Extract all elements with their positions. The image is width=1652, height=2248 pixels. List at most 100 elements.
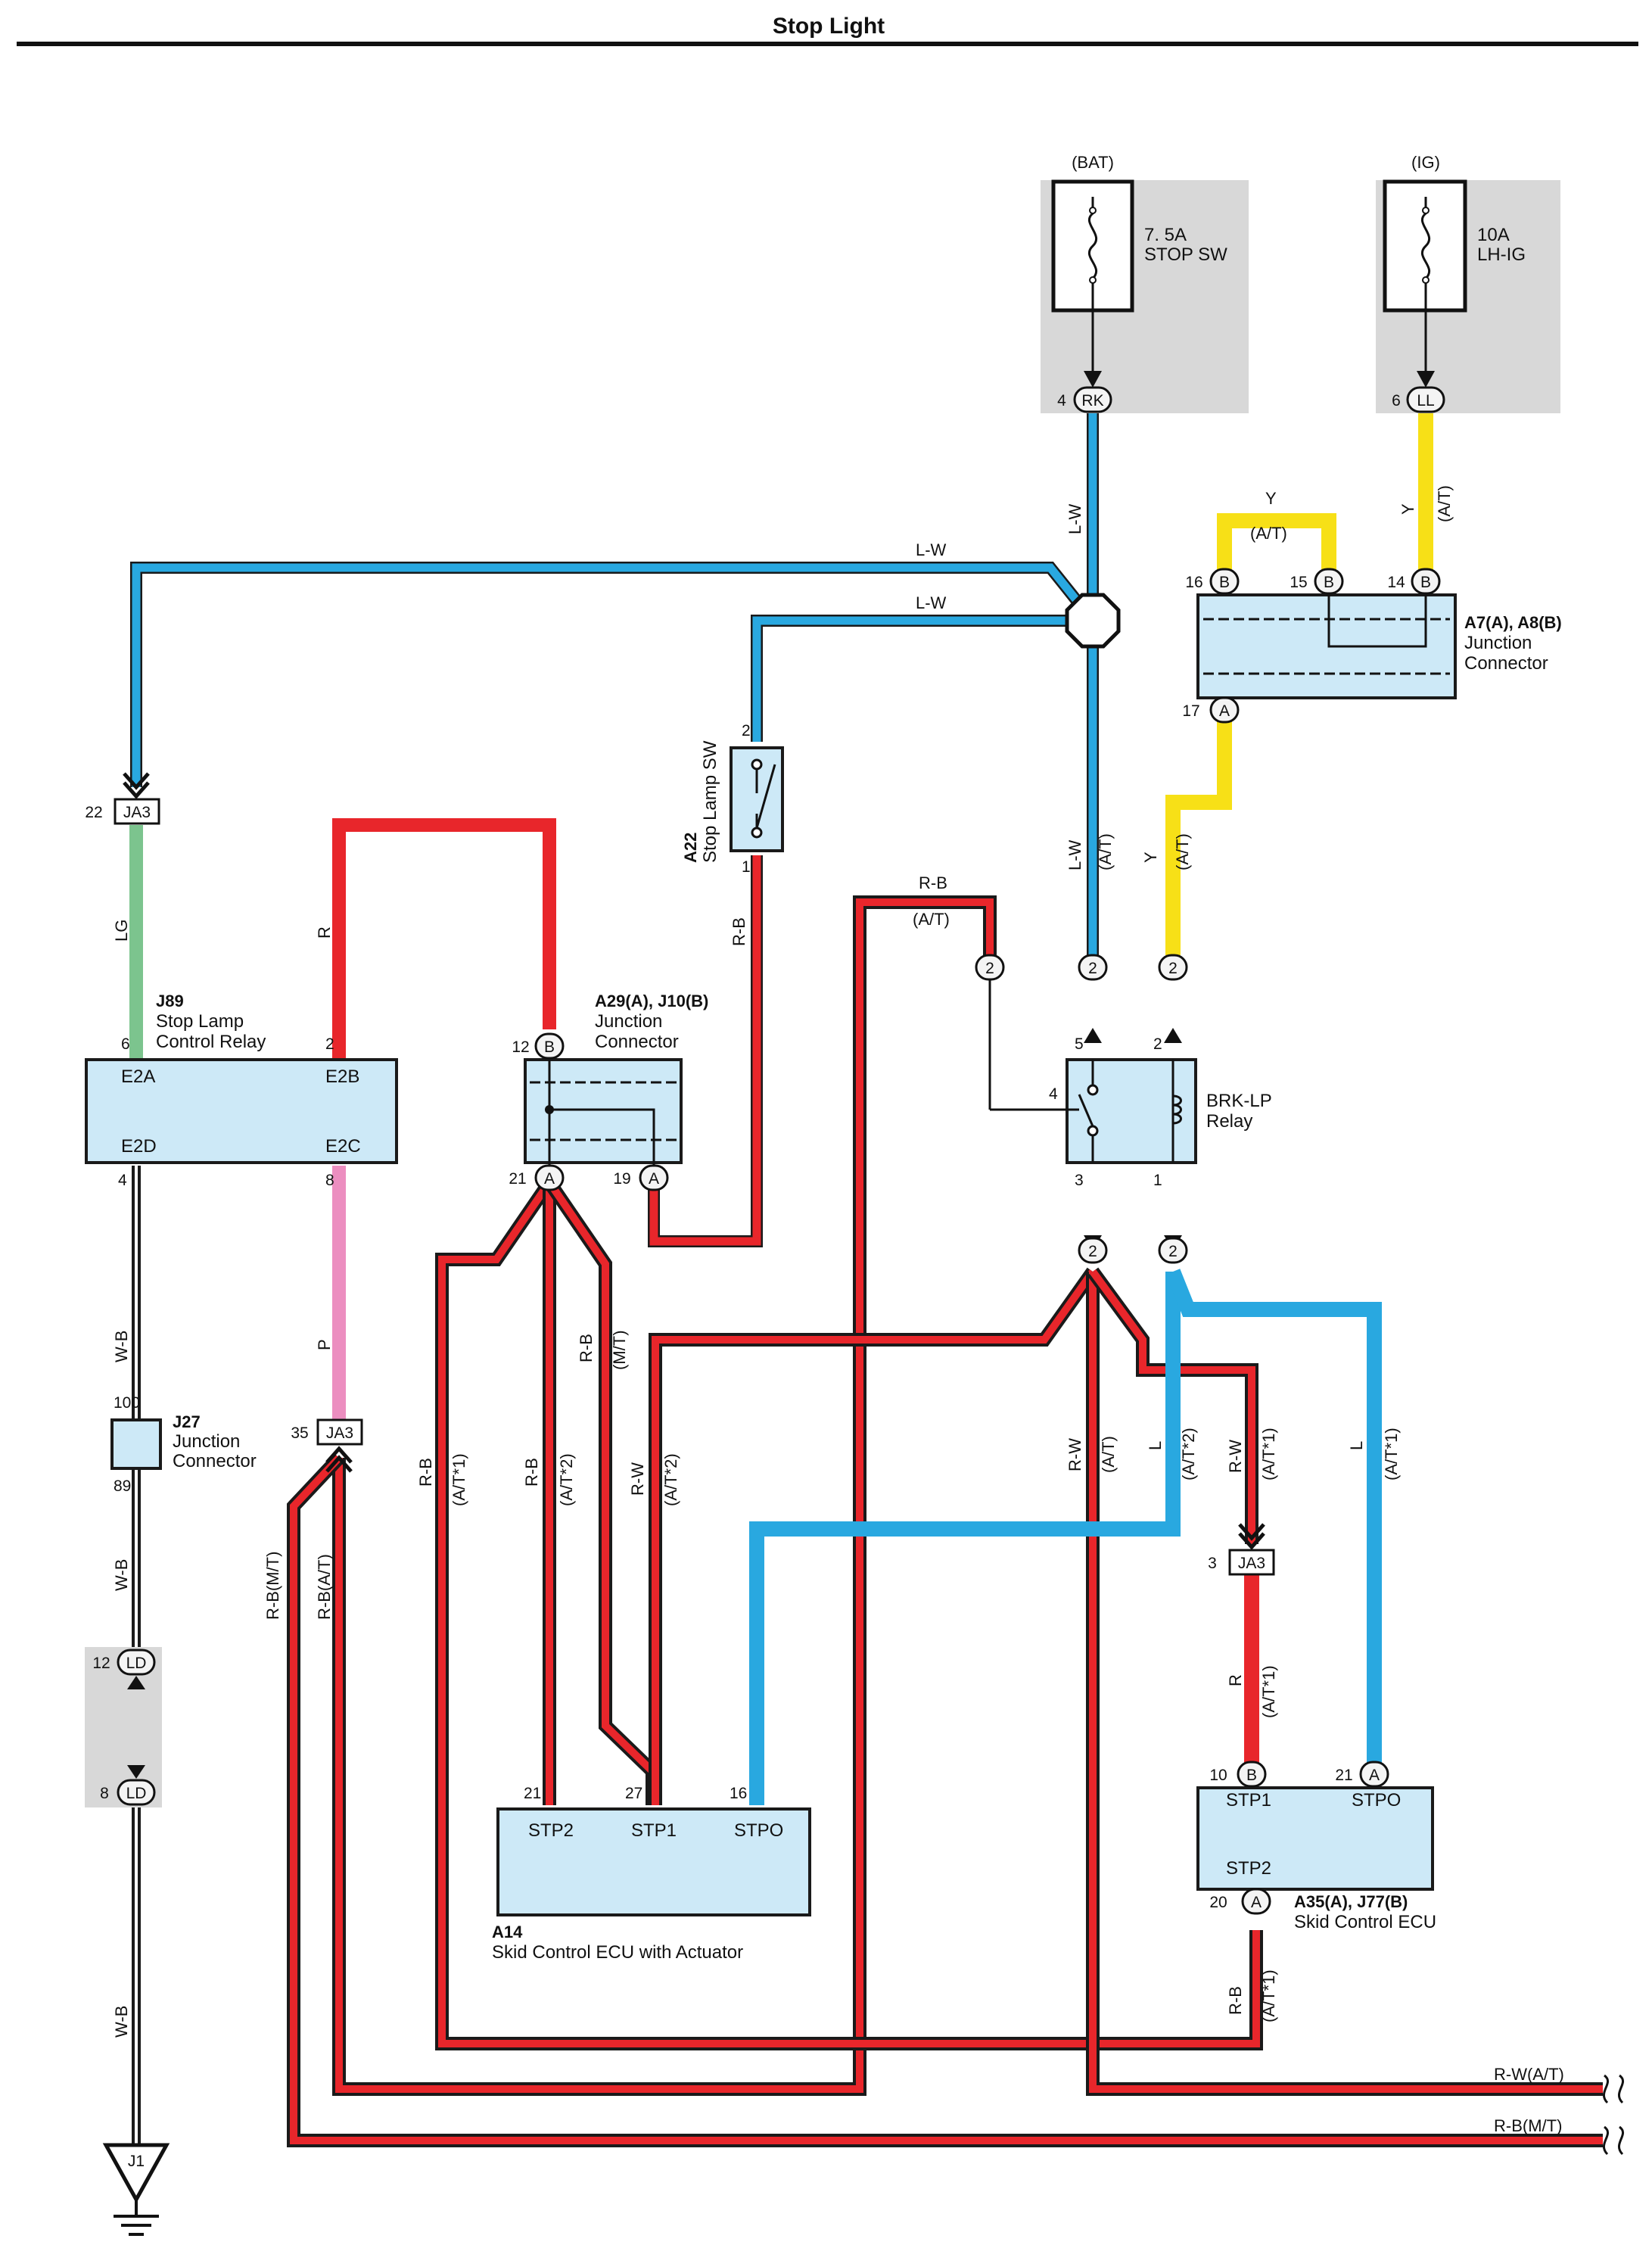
svg-text:21: 21 (1335, 1767, 1352, 1784)
svg-text:100: 100 (114, 1394, 140, 1412)
svg-text:Stop Lamp SW: Stop Lamp SW (700, 740, 720, 863)
wire-rw-at2 (649, 1267, 1099, 1805)
svg-text:89: 89 (114, 1477, 131, 1495)
svg-text:16: 16 (730, 1785, 747, 1802)
svg-text:8: 8 (100, 1785, 109, 1802)
svg-text:Connector: Connector (1464, 653, 1548, 674)
connector-ja3-35: JA3 35 (291, 1418, 363, 1473)
svg-text:10: 10 (1209, 1767, 1227, 1784)
skid-control-ecu-a35: B 10 A 21 A 20 STP1 STPO STP2 A35(A), J7… (1196, 1761, 1436, 1932)
svg-text:17: 17 (1182, 702, 1199, 720)
svg-text:BRK-LP: BRK-LP (1206, 1091, 1272, 1111)
wire-rw-at (1086, 1272, 1603, 2096)
svg-text:6: 6 (1392, 392, 1401, 409)
svg-text:15: 15 (1290, 574, 1307, 591)
svg-text:R-B(A/T): R-B(A/T) (315, 1554, 334, 1620)
svg-text:20: 20 (1209, 1894, 1227, 1911)
wire-labels: L-W L-W L-W L-W (A/T) Y (A/T) Y (A/T) Y … (112, 485, 1564, 2135)
svg-text:R-B: R-B (416, 1458, 435, 1487)
svg-text:A: A (1251, 1894, 1262, 1911)
break-mark-icon (1602, 2074, 1625, 2104)
wire-rb-at1 (435, 1178, 1263, 2050)
svg-text:L-W: L-W (916, 540, 947, 559)
svg-text:JA3: JA3 (123, 804, 151, 821)
svg-text:(A/T*1): (A/T*1) (1259, 1969, 1278, 2022)
svg-text:R-B: R-B (522, 1458, 541, 1487)
svg-text:(A/T*2): (A/T*2) (557, 1453, 576, 1506)
svg-text:21: 21 (524, 1785, 541, 1802)
svg-text:R: R (1226, 1674, 1245, 1686)
svg-text:STP1: STP1 (631, 1820, 677, 1841)
svg-text:B: B (1246, 1767, 1257, 1784)
svg-text:2: 2 (1088, 960, 1097, 977)
svg-text:(A/T): (A/T) (1435, 485, 1454, 522)
svg-text:LL: LL (1417, 392, 1434, 409)
svg-text:4: 4 (1049, 1085, 1058, 1103)
wire-y-relay (1165, 721, 1232, 955)
svg-text:Connector: Connector (595, 1032, 679, 1052)
svg-text:E2C: E2C (325, 1136, 361, 1157)
svg-text:STP2: STP2 (1226, 1858, 1271, 1879)
svg-text:A14: A14 (492, 1923, 523, 1941)
svg-text:Skid Control ECU: Skid Control ECU (1294, 1912, 1436, 1932)
wire-lw-to-ja3 (130, 562, 1098, 787)
wires (129, 413, 1603, 2150)
svg-text:R: R (315, 926, 334, 939)
fuse-lh-ig: (IG) 10A LH-IG LL 6 (1376, 153, 1560, 413)
svg-text:A: A (544, 1170, 555, 1188)
connector-ovals-2: 2 2 2 2 2 (975, 954, 1188, 1264)
svg-text:B: B (1219, 574, 1230, 591)
junction-j27: 100 89 J27 Junction Connector (110, 1394, 257, 1495)
svg-text:2: 2 (325, 1035, 334, 1053)
svg-text:5: 5 (1075, 1035, 1084, 1053)
svg-text:19: 19 (613, 1170, 630, 1188)
svg-text:14: 14 (1387, 574, 1405, 591)
svg-text:3: 3 (1208, 1555, 1217, 1572)
wire-lw-to-a22 (751, 615, 1067, 742)
svg-text:STPO: STPO (734, 1820, 783, 1841)
svg-text:J1: J1 (128, 2153, 145, 2170)
fuse-icon (1087, 197, 1098, 291)
splice-point (1065, 593, 1121, 649)
svg-text:2: 2 (1153, 1035, 1162, 1053)
wire-r (332, 818, 556, 1060)
svg-text:(A/T): (A/T) (1173, 833, 1192, 870)
svg-text:W-B: W-B (112, 1559, 131, 1591)
fuse-stop-sw: (BAT) 7. 5A STOP SW RK 4 (1041, 153, 1249, 413)
svg-text:1: 1 (1153, 1172, 1162, 1189)
page-title: Stop Light (773, 14, 885, 39)
fuse-source-bat: (BAT) (1072, 153, 1114, 172)
wire-l-a14 (749, 1272, 1181, 1805)
svg-text:2: 2 (1168, 960, 1178, 977)
ground-j1: J1 (102, 2143, 170, 2236)
svg-text:22: 22 (85, 804, 102, 821)
svg-text:LH-IG: LH-IG (1477, 244, 1526, 265)
svg-text:Control Relay: Control Relay (156, 1032, 266, 1052)
svg-text:27: 27 (625, 1785, 642, 1802)
svg-text:STOP SW: STOP SW (1144, 244, 1227, 265)
wire-l-a35 (1165, 1269, 1382, 1764)
break-mark-icon (1602, 2125, 1625, 2156)
svg-text:A: A (1219, 702, 1230, 720)
svg-text:R-W: R-W (1226, 1440, 1245, 1473)
svg-text:LD: LD (126, 1785, 147, 1802)
wire-rw-at1 (1087, 1267, 1258, 1544)
svg-text:Junction: Junction (173, 1431, 240, 1452)
svg-text:J27: J27 (173, 1412, 201, 1431)
svg-text:Connector: Connector (173, 1451, 257, 1471)
svg-text:12: 12 (512, 1038, 529, 1056)
svg-text:STP2: STP2 (528, 1820, 574, 1841)
fuse-source-ig: (IG) (1411, 153, 1440, 172)
svg-text:A7(A), A8(B): A7(A), A8(B) (1464, 613, 1562, 632)
svg-text:R-B: R-B (919, 873, 947, 892)
connector-ld: LD 12 LD 8 (85, 1647, 162, 1807)
svg-text:R-B: R-B (577, 1334, 596, 1362)
svg-text:A: A (649, 1170, 659, 1188)
svg-text:R-W(A/T): R-W(A/T) (1494, 2065, 1564, 2084)
svg-text:10A: 10A (1477, 225, 1510, 245)
svg-text:A: A (1369, 1767, 1380, 1784)
coil-icon (1172, 1094, 1182, 1125)
svg-text:E2A: E2A (121, 1066, 155, 1087)
brk-lp-relay: BRK-LP Relay 5 2 4 3 1 (988, 979, 1272, 1189)
